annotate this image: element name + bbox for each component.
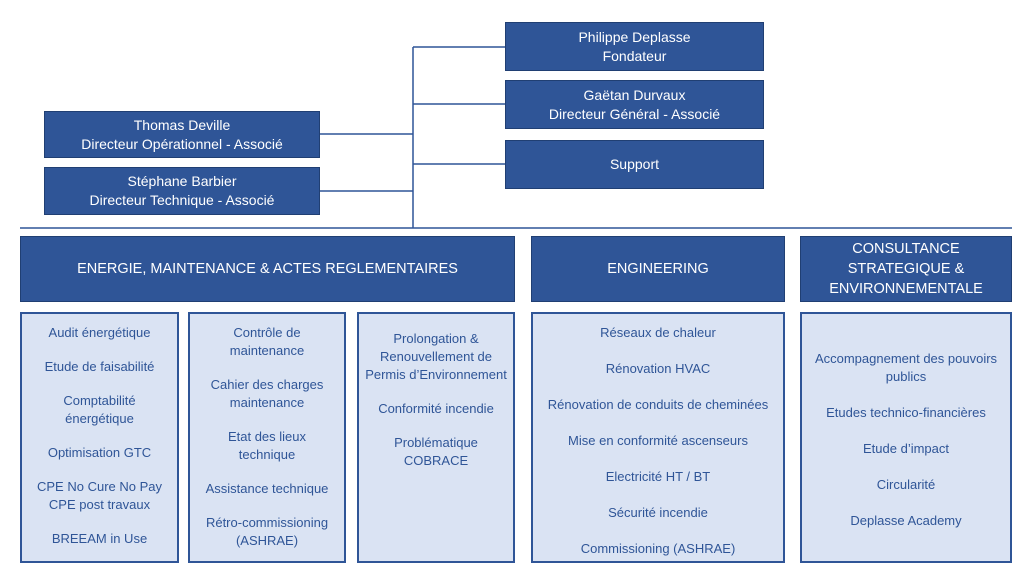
division-engineering-header: ENGINEERING <box>531 236 785 302</box>
service-item: Commissioning (ASHRAE) <box>580 541 736 556</box>
support-box: Support <box>505 140 764 189</box>
cto-name: Stéphane Barbier <box>127 173 237 189</box>
service-item: Accompagnement des pouvoirs publics <box>814 351 998 384</box>
engineering-services: Réseaux de chaleur Rénovation HVAC Rénov… <box>531 312 785 563</box>
coo-name: Thomas Deville <box>133 116 231 133</box>
division-consultance-header: CONSULTANCE STRATEGIQUE & ENVIRONNEMENTA… <box>800 236 1012 302</box>
division-energy-title: ENERGIE, MAINTENANCE & ACTES REGLEMENTAI… <box>77 261 458 277</box>
division-consultance-title: CONSULTANCE STRATEGIQUE & ENVIRONNEMENTA… <box>829 241 983 297</box>
service-item: Etude de faisabilité <box>44 359 155 374</box>
service-item: Contrôle de maintenance <box>229 325 305 358</box>
energy-services-col2: Contrôle de maintenance Cahier des charg… <box>188 312 346 563</box>
service-item: CPE No Cure No Pay CPE post travaux <box>37 479 162 512</box>
service-item: Cahier des charges maintenance <box>210 377 324 410</box>
service-item: Etude d’impact <box>863 441 949 456</box>
service-item: Rénovation HVAC <box>605 361 711 376</box>
service-item: Etat des lieux technique <box>227 429 307 462</box>
division-energy-header: ENERGIE, MAINTENANCE & ACTES REGLEMENTAI… <box>20 236 515 302</box>
energy-services-col1: Audit énergétique Etude de faisabilité C… <box>20 312 179 563</box>
coo-box: Thomas Deville Directeur Opérationnel - … <box>44 111 320 158</box>
service-item: BREEAM in Use <box>51 531 148 546</box>
service-item: Circularité <box>876 477 936 492</box>
founder-role: Fondateur <box>602 47 667 64</box>
service-item: Rétro-commissioning (ASHRAE) <box>205 515 329 548</box>
founder-box: Philippe Deplasse Fondateur <box>505 22 764 71</box>
service-item: Rénovation de conduits de cheminées <box>547 397 769 412</box>
service-item: Etudes technico-financières <box>826 405 986 420</box>
service-item: Electricité HT / BT <box>605 469 711 484</box>
ceo-name: Gaëtan Durvaux <box>583 86 686 103</box>
energy-services-col3: Prolongation & Renouvellement de Permis … <box>357 312 515 563</box>
cto-role: Directeur Technique - Associé <box>89 192 275 208</box>
division-engineering-title: ENGINEERING <box>607 261 709 277</box>
service-item: Prolongation & Renouvellement de Permis … <box>365 331 507 382</box>
service-item: Deplasse Academy <box>850 513 962 528</box>
support-label: Support <box>609 156 660 172</box>
service-item: Audit énergétique <box>48 325 151 340</box>
founder-name: Philippe Deplasse <box>578 28 691 45</box>
cto-box: Stéphane Barbier Directeur Technique - A… <box>44 167 320 215</box>
ceo-role: Directeur Général - Associé <box>548 105 721 122</box>
ceo-box: Gaëtan Durvaux Directeur Général - Assoc… <box>505 80 764 129</box>
service-item: Optimisation GTC <box>47 445 152 460</box>
consultance-services: Accompagnement des pouvoirs publics Etud… <box>800 312 1012 563</box>
service-item: Assistance technique <box>205 481 329 496</box>
service-item: Mise en conformité ascenseurs <box>568 433 748 448</box>
service-item: Comptabilité énergétique <box>63 393 136 426</box>
service-item: Sécurité incendie <box>608 505 708 520</box>
service-item: Problématique COBRACE <box>394 435 478 468</box>
service-item: Conformité incendie <box>378 401 494 416</box>
service-item: Réseaux de chaleur <box>600 325 716 340</box>
coo-role: Directeur Opérationnel - Associé <box>81 135 283 152</box>
